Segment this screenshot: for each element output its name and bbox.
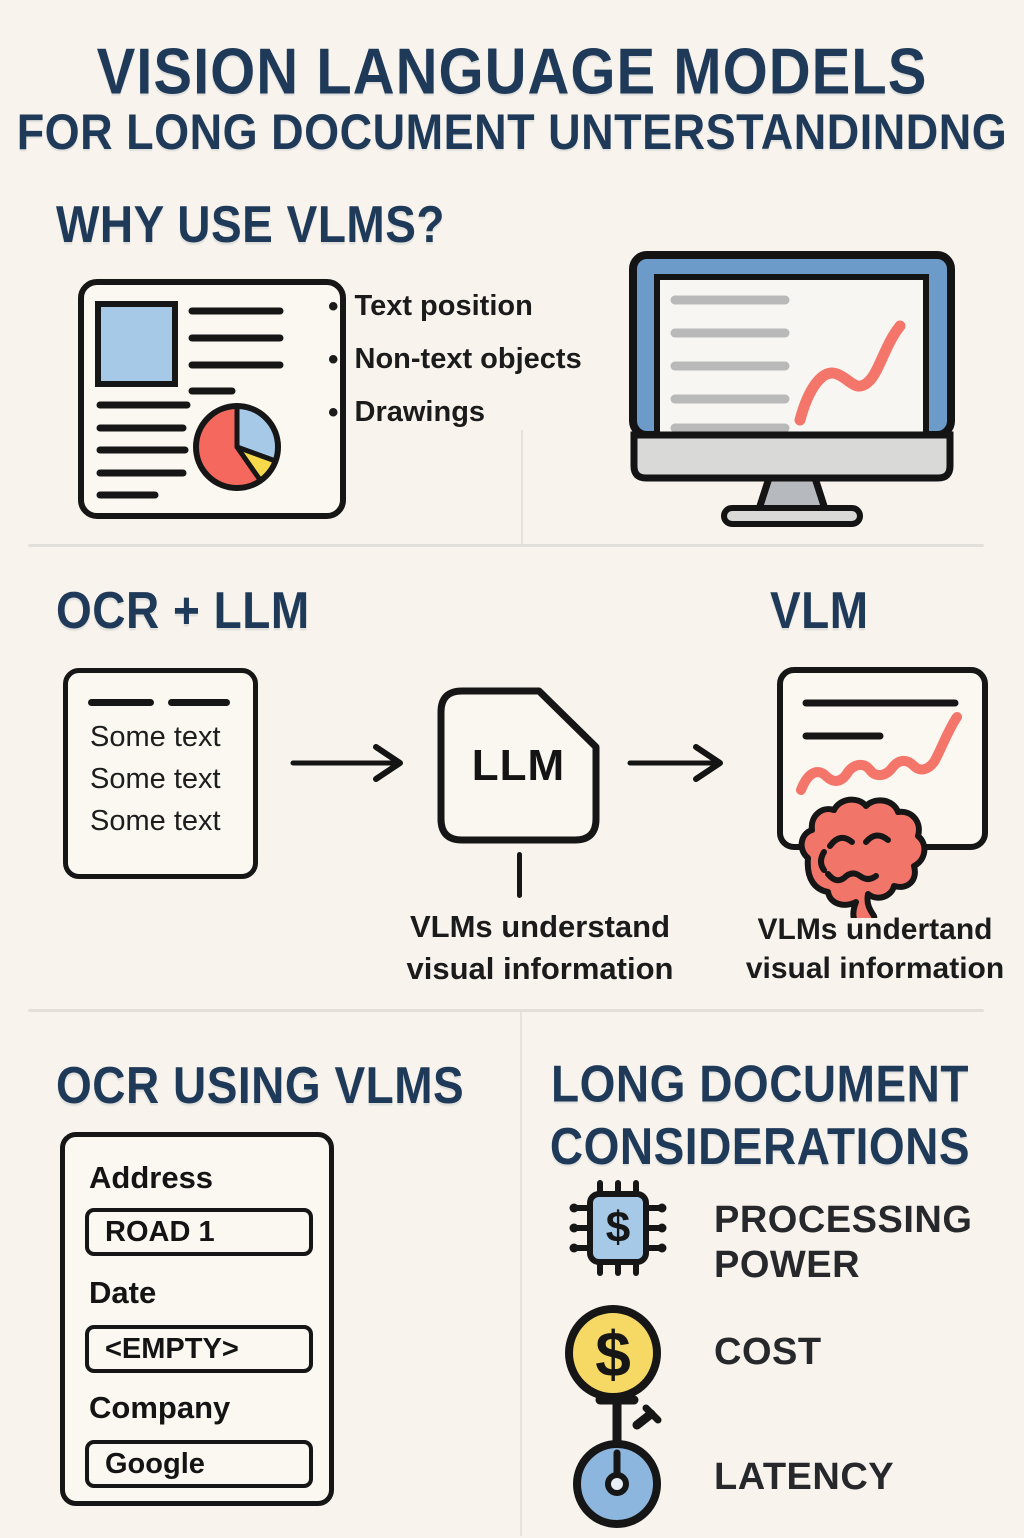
bullet-icon: •	[328, 342, 339, 376]
text-line-glyph	[168, 699, 230, 706]
arrow-right-icon	[290, 744, 403, 782]
ocr-llm-heading: OCR + LLM	[56, 581, 310, 640]
vlm-heading: VLM	[770, 581, 869, 640]
bullet-icon: •	[328, 395, 339, 429]
vlm-caption: VLMs undertand visual information	[745, 913, 1005, 985]
llm-label: LLM	[471, 740, 566, 790]
connector-line	[517, 852, 522, 898]
monitor-chart-icon	[629, 251, 955, 527]
list-item: • Text position	[328, 289, 533, 323]
divider-horizontal	[28, 544, 984, 547]
cost-label: COST	[714, 1331, 822, 1373]
chip-dollar-icon: $	[569, 1180, 667, 1276]
latency-label: LATENCY	[714, 1456, 895, 1498]
list-item: Drawings • Drawings	[328, 395, 486, 429]
field-value-box[interactable]: Google	[85, 1440, 313, 1488]
document-text: Some text	[90, 763, 221, 795]
text-line-glyph	[88, 699, 154, 706]
field-value-box[interactable]: <EMPTY>	[85, 1325, 313, 1373]
svg-text:$: $	[595, 1318, 631, 1390]
ocr-form-card: Address ROAD 1 Date <EMPTY> Company Goog…	[60, 1132, 334, 1506]
stopwatch-icon	[573, 1395, 662, 1528]
llm-box-icon	[437, 687, 600, 844]
divider-horizontal	[28, 1009, 984, 1012]
document-report-icon	[78, 279, 346, 519]
vlm-document-brain-icon	[777, 667, 988, 918]
svg-text:$: $	[606, 1203, 630, 1252]
why-bullet-list: • Text position • Non-text objects Drawi…	[328, 280, 582, 439]
text-document-card: Some text Some text Some text	[63, 668, 258, 879]
divider-vertical-small	[521, 430, 523, 546]
pie-chart-glyph	[193, 403, 281, 491]
considerations-heading: LONG DOCUMENT CONSIDERATIONS	[549, 1054, 971, 1176]
why-heading: WHY USE VLMS?	[56, 195, 446, 254]
squiggle-line-glyph	[796, 712, 962, 795]
divider-vertical	[520, 1012, 522, 1536]
sad-brain-glyph	[798, 796, 928, 918]
page-subtitle: FOR LONG DOCUMENT UNTERSTANDINDNG	[16, 103, 1008, 161]
bullet-icon: •	[328, 289, 339, 323]
page-title: VISION LANGUAGE MODELS	[96, 35, 928, 108]
processing-power-label: PROCESSING POWER	[714, 1199, 973, 1286]
field-label: Company	[89, 1390, 231, 1425]
trend-line-glyph	[794, 320, 906, 426]
arrow-right-icon	[627, 744, 723, 782]
field-label: Address	[89, 1160, 214, 1195]
field-value-box[interactable]: ROAD 1	[85, 1208, 313, 1256]
llm-caption: VLMs understand visual information	[406, 909, 674, 986]
document-text: Some text	[90, 721, 221, 753]
list-item: • Non-text objects	[328, 342, 582, 376]
document-text: Some text	[90, 805, 221, 837]
ocr-using-vlms-heading: OCR USING VLMS	[56, 1056, 465, 1115]
field-label: Date	[89, 1275, 157, 1310]
coin-dollar-icon: $	[565, 1305, 661, 1401]
